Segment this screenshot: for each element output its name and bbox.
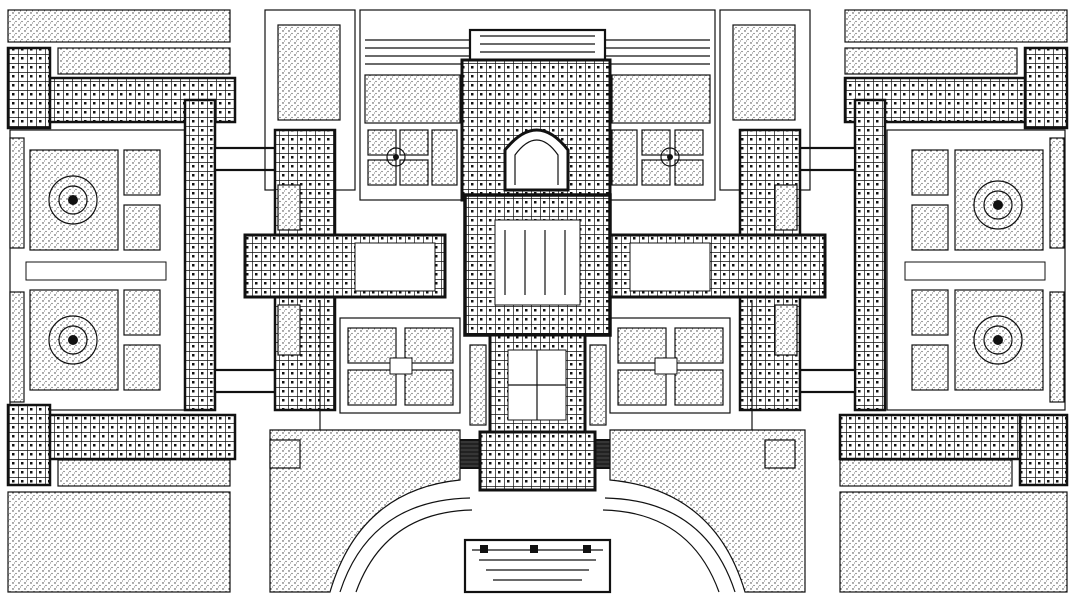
right-wing-buildings bbox=[793, 46, 1069, 487]
top-stairs bbox=[365, 28, 710, 65]
left-courtyard-garden bbox=[9, 129, 189, 411]
right-courtyard-garden bbox=[886, 129, 1066, 411]
left-wing-buildings bbox=[6, 46, 277, 487]
central-complex bbox=[243, 9, 827, 492]
south-forecourt bbox=[269, 429, 806, 594]
outer-garden-blocks bbox=[7, 9, 1068, 593]
